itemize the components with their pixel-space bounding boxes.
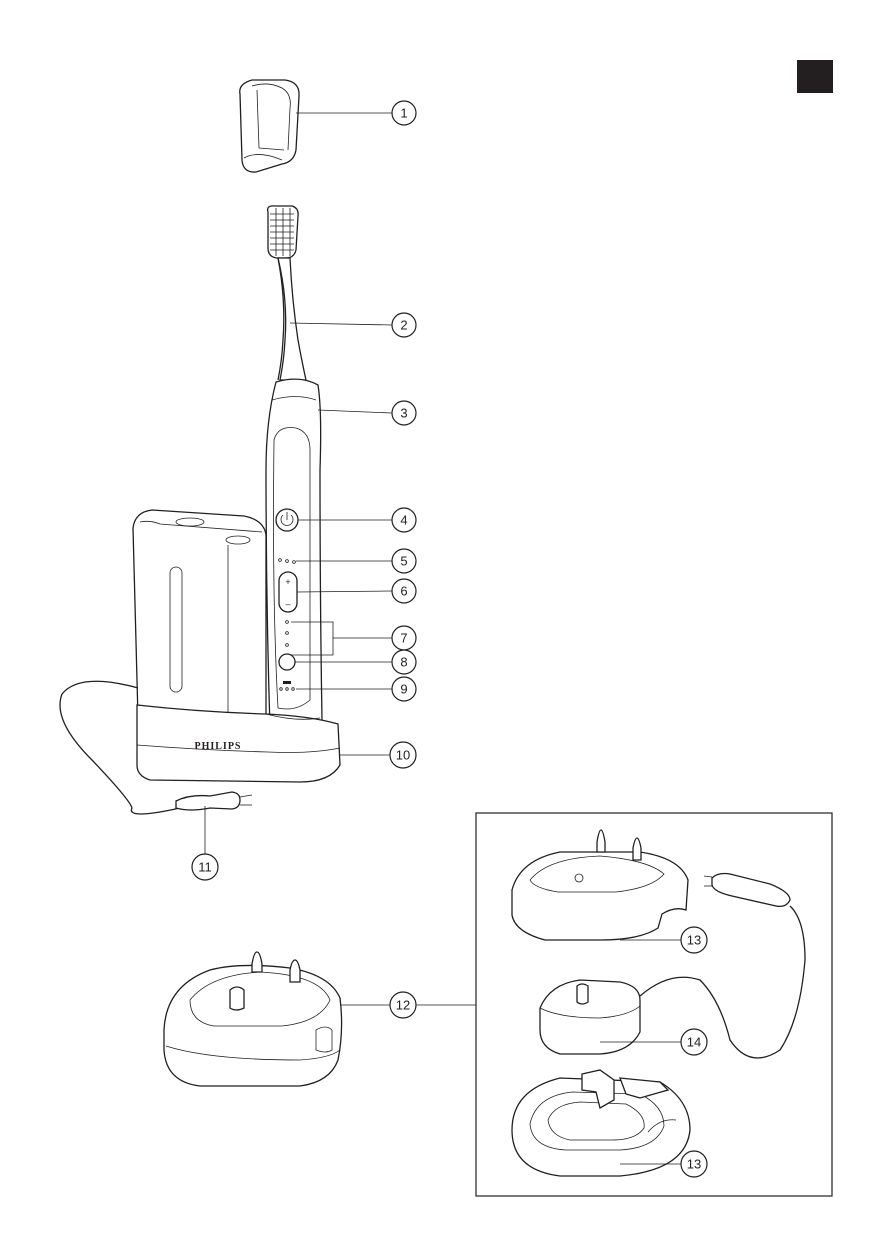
callout-2: 2 bbox=[392, 313, 416, 337]
callout-7-label: 7 bbox=[400, 631, 407, 646]
callout-13-top-label: 13 bbox=[687, 933, 701, 948]
callout-6-label: 6 bbox=[400, 584, 407, 599]
callout-5: 5 bbox=[392, 549, 416, 573]
callout-3: 3 bbox=[392, 401, 416, 425]
callout-4: 4 bbox=[392, 508, 416, 532]
callout-12: 12 bbox=[390, 992, 416, 1018]
charger-cover-top-illustration bbox=[512, 830, 688, 940]
callout-8: 8 bbox=[392, 650, 416, 674]
brush-cap-illustration bbox=[240, 80, 299, 172]
callout-12-label: 12 bbox=[396, 998, 410, 1013]
page-marker bbox=[797, 60, 833, 93]
callout-13-bottom-label: 13 bbox=[687, 1157, 701, 1172]
charger-cover-bottom-illustration bbox=[512, 1070, 690, 1176]
callout-1: 1 bbox=[392, 101, 416, 125]
callout-7: 7 bbox=[392, 626, 416, 650]
callout-6: 6 bbox=[392, 579, 416, 603]
callout-14: 14 bbox=[681, 1029, 707, 1055]
toothbrush-illustration: + – bbox=[266, 206, 322, 729]
callout-8-label: 8 bbox=[400, 655, 407, 670]
callout-9-label: 9 bbox=[400, 682, 407, 697]
brand-logo: PHILIPS bbox=[194, 741, 241, 752]
callout-5-label: 5 bbox=[400, 554, 407, 569]
callout-14-label: 14 bbox=[687, 1035, 701, 1050]
svg-text:+: + bbox=[285, 577, 290, 587]
svg-text:–: – bbox=[285, 599, 290, 609]
callout-4-label: 4 bbox=[400, 513, 407, 528]
callout-2-label: 2 bbox=[400, 318, 407, 333]
callout-11-label: 11 bbox=[198, 860, 212, 875]
travel-charger-illustration bbox=[164, 952, 342, 1086]
callout-11: 11 bbox=[192, 854, 218, 880]
callout-13-bottom: 13 bbox=[681, 1151, 707, 1177]
callout-13-top: 13 bbox=[681, 927, 707, 953]
callout-10: 10 bbox=[390, 742, 416, 768]
callout-3-label: 3 bbox=[400, 406, 407, 421]
callout-10-label: 10 bbox=[396, 748, 410, 763]
callout-1-label: 1 bbox=[400, 106, 407, 121]
callout-9: 9 bbox=[392, 677, 416, 701]
